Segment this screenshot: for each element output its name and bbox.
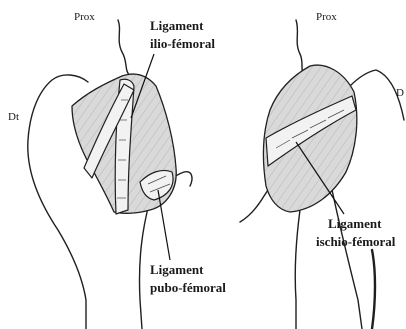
- ilio-femoral-label-line2: ilio-fémoral: [150, 36, 215, 51]
- right-femur-shaft-line: [372, 250, 375, 329]
- ischio-femoral-label-line2: ischio-fémoral: [316, 234, 396, 249]
- right-pelvis-line: [296, 20, 304, 76]
- left-pelvis-line: [118, 20, 130, 76]
- pubo-femoral-label-line2: pubo-fémoral: [150, 280, 226, 295]
- left-side-label: Dt: [8, 111, 19, 123]
- right-prox-label: Prox: [316, 11, 337, 23]
- left-anterior-view: Prox Dt Ligament ilio-fémoral Ligament p…: [8, 11, 226, 329]
- left-prox-label: Prox: [74, 11, 95, 23]
- pubo-femoral-label-line1: Ligament: [150, 262, 204, 277]
- right-side-label: D: [396, 87, 404, 99]
- ischio-femoral-label-line1: Ligament: [328, 216, 382, 231]
- right-posterior-view: Prox D Ligament ischio-fémoral: [240, 11, 404, 329]
- ilio-femoral-label-line1: Ligament: [150, 18, 204, 33]
